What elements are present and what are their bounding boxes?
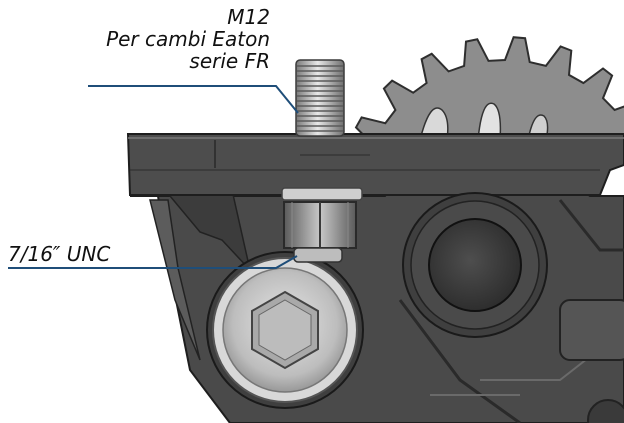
stud-assembly [281, 59, 363, 263]
callout-top-line-1: M12 [227, 5, 270, 29]
housing [130, 174, 624, 423]
callout-m12: M12 Per cambi Eaton serie FR [106, 6, 270, 72]
socket-cap-screw [206, 251, 364, 409]
callout-top-line-3: serie FR [189, 49, 270, 73]
leader-line-bottom [8, 255, 298, 269]
callout-unc: 7/16″ UNC [8, 242, 111, 266]
leader-line-top [88, 85, 299, 114]
callout-top-line-2: Per cambi Eaton [106, 27, 270, 51]
top-plate [126, 133, 624, 196]
leader-lines [8, 85, 299, 269]
gear [354, 36, 624, 150]
stud-threads [297, 65, 343, 132]
plug-boss [402, 192, 548, 338]
